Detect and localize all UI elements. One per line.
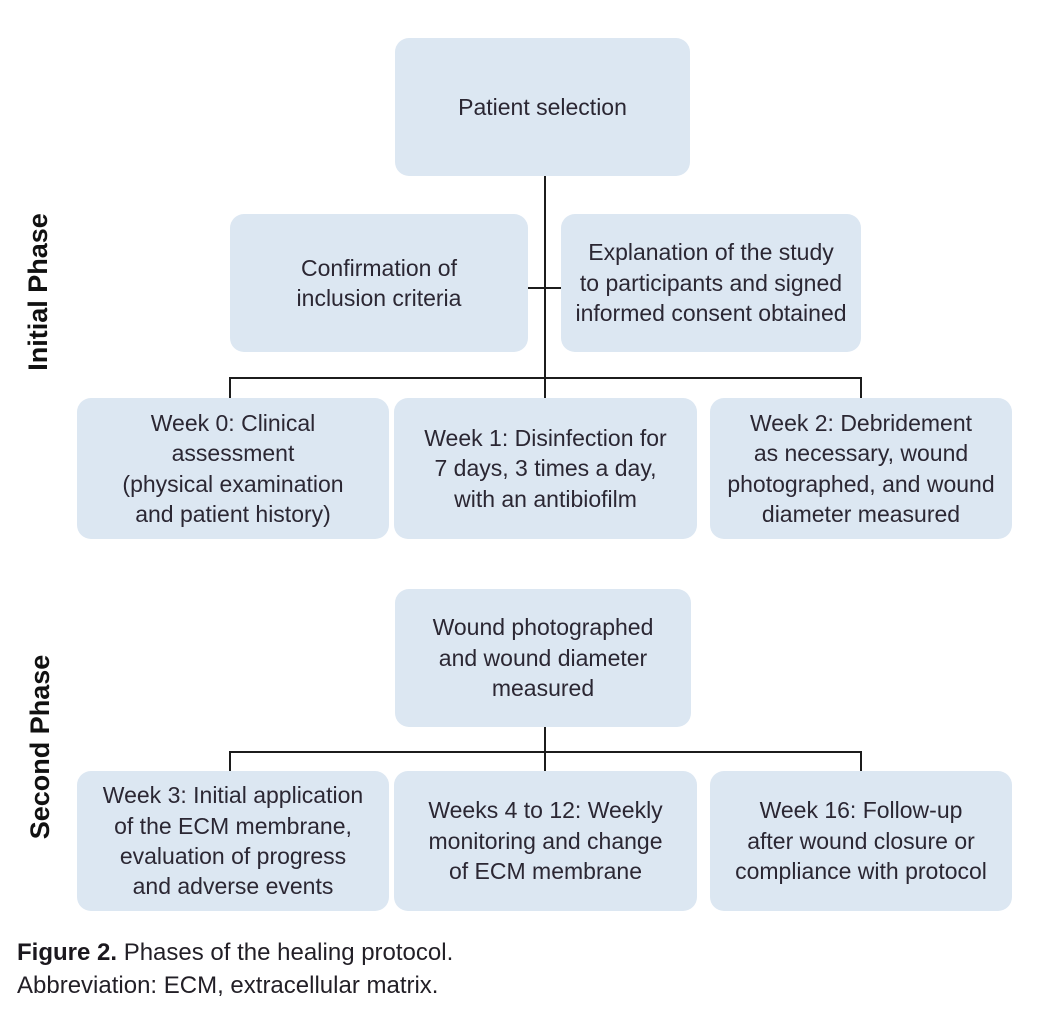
caption-figure-label: Figure 2. <box>17 939 118 966</box>
box-week1: Week 1: Disinfection for 7 days, 3 times… <box>394 398 697 539</box>
second-phase-label: Second Phase <box>24 654 55 840</box>
caption-line1: Figure 2. Phases of the healing protocol… <box>17 936 453 969</box>
caption-figure-text: Phases of the healing protocol. <box>117 939 454 966</box>
box-week2: Week 2: Debridement as necessary, wound … <box>710 398 1012 539</box>
connector-phase2-stub-left <box>229 751 231 772</box>
figure-caption: Figure 2. Phases of the healing protocol… <box>17 936 453 1002</box>
caption-abbreviation: Abbreviation: ECM, extracellular matrix. <box>17 972 439 1000</box>
connector-phase2-center-vertical <box>544 727 546 772</box>
connector-phase1-week-horizontal <box>229 377 862 379</box>
connector-phase2-stub-right <box>860 751 862 772</box>
box-weeks4to12: Weeks 4 to 12: Weekly monitoring and cha… <box>394 771 697 911</box>
box-explanation-consent: Explanation of the study to participants… <box>561 214 861 352</box>
initial-phase-label: Initial Phase <box>22 213 53 371</box>
box-patient-selection: Patient selection <box>395 38 690 176</box>
connector-phase1-stub-right <box>860 377 862 399</box>
box-wound-photographed: Wound photographed and wound diameter me… <box>395 589 691 727</box>
connector-phase1-branch-horizontal <box>528 287 561 289</box>
connector-phase2-week-horizontal <box>229 751 862 753</box>
box-week16: Week 16: Follow-up after wound closure o… <box>710 771 1012 911</box>
connector-phase1-stub-left <box>229 377 231 399</box>
box-confirmation-inclusion: Confirmation of inclusion criteria <box>230 214 528 352</box>
box-week3: Week 3: Initial application of the ECM m… <box>77 771 389 911</box>
box-week0: Week 0: Clinical assessment (physical ex… <box>77 398 389 539</box>
